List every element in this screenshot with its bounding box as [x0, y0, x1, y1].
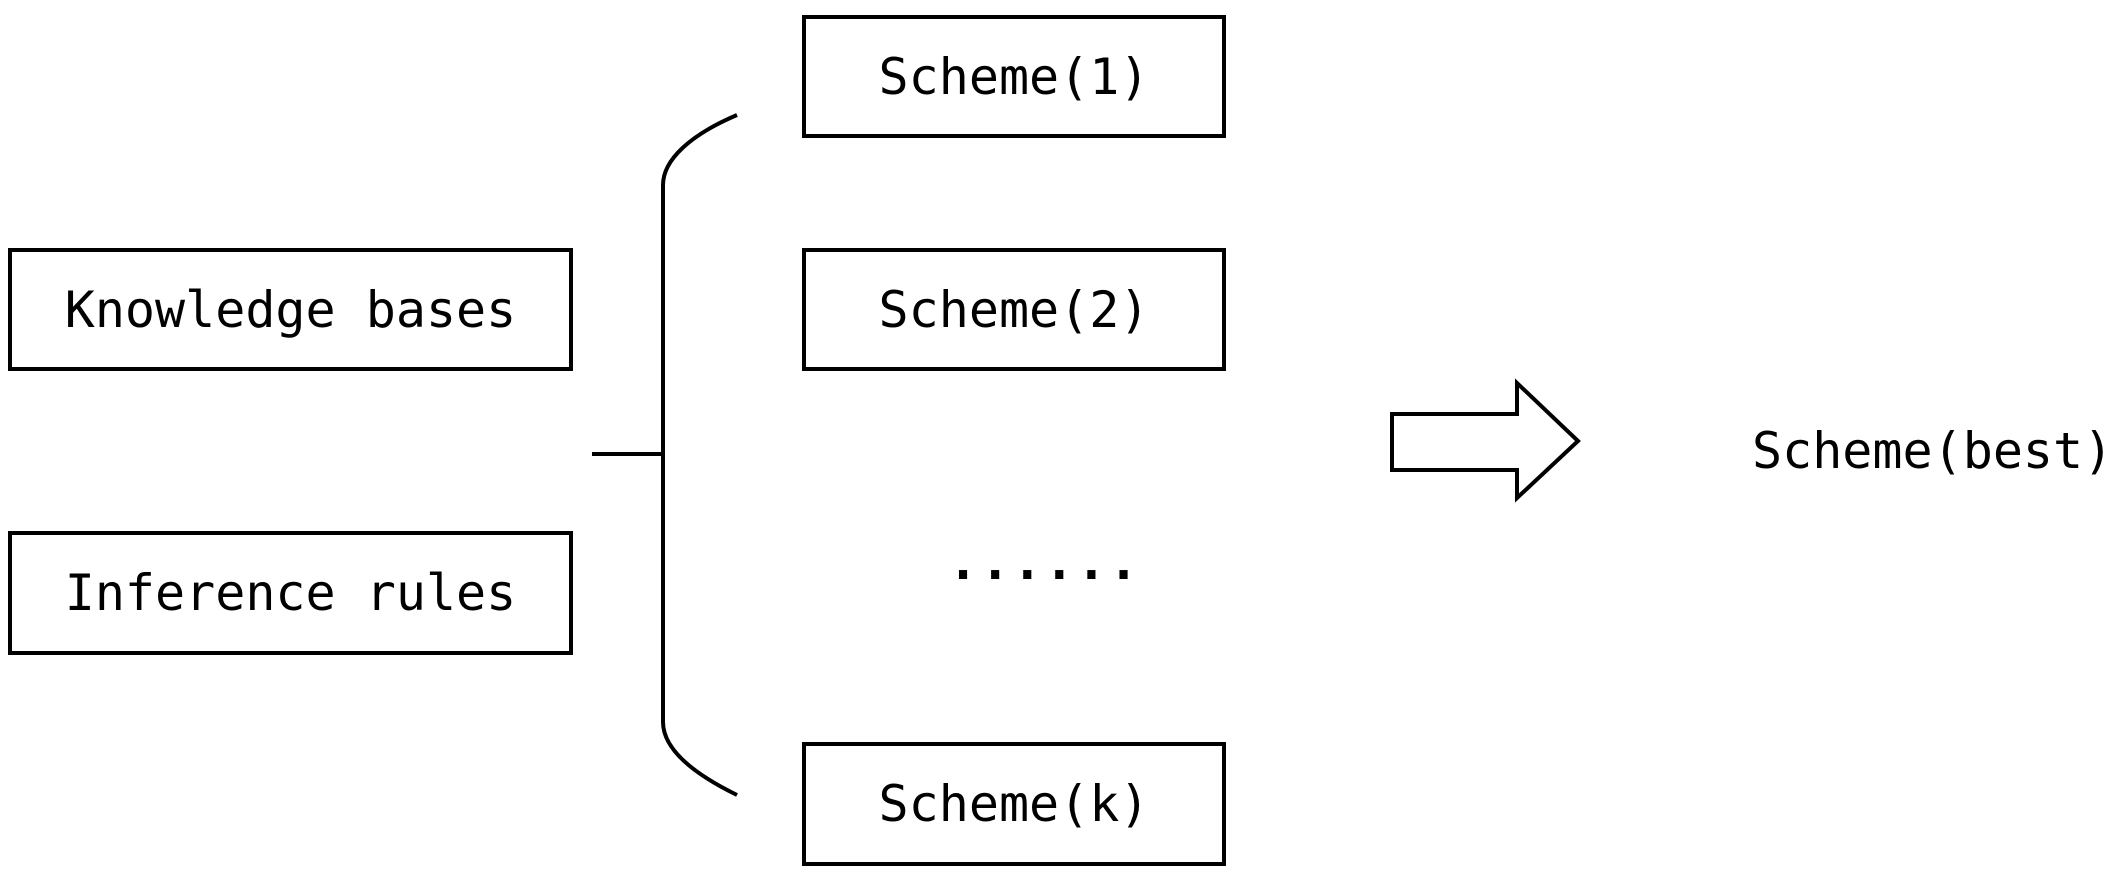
scheme-1-box: Scheme(1): [802, 15, 1226, 138]
scheme-2-label: Scheme(2): [878, 280, 1150, 339]
scheme-1-label: Scheme(1): [878, 47, 1150, 106]
knowledge-bases-label: Knowledge bases: [64, 280, 517, 339]
knowledge-bases-box: Knowledge bases: [8, 248, 573, 371]
scheme-k-label: Scheme(k): [878, 775, 1150, 833]
scheme-k-box: Scheme(k): [802, 742, 1226, 866]
scheme-brace: [661, 113, 738, 797]
inference-rules-label: Inference rules: [64, 564, 517, 622]
inference-rules-box: Inference rules: [8, 531, 573, 655]
scheme-2-box: Scheme(2): [802, 248, 1226, 371]
scheme-ellipsis-text: ......: [948, 533, 1141, 591]
scheme-best-label: Scheme(best): [1752, 426, 2108, 476]
scheme-best-text: Scheme(best): [1752, 422, 2108, 480]
scheme-ellipsis: ......: [948, 537, 1141, 587]
result-arrow-icon: [1390, 378, 1581, 503]
